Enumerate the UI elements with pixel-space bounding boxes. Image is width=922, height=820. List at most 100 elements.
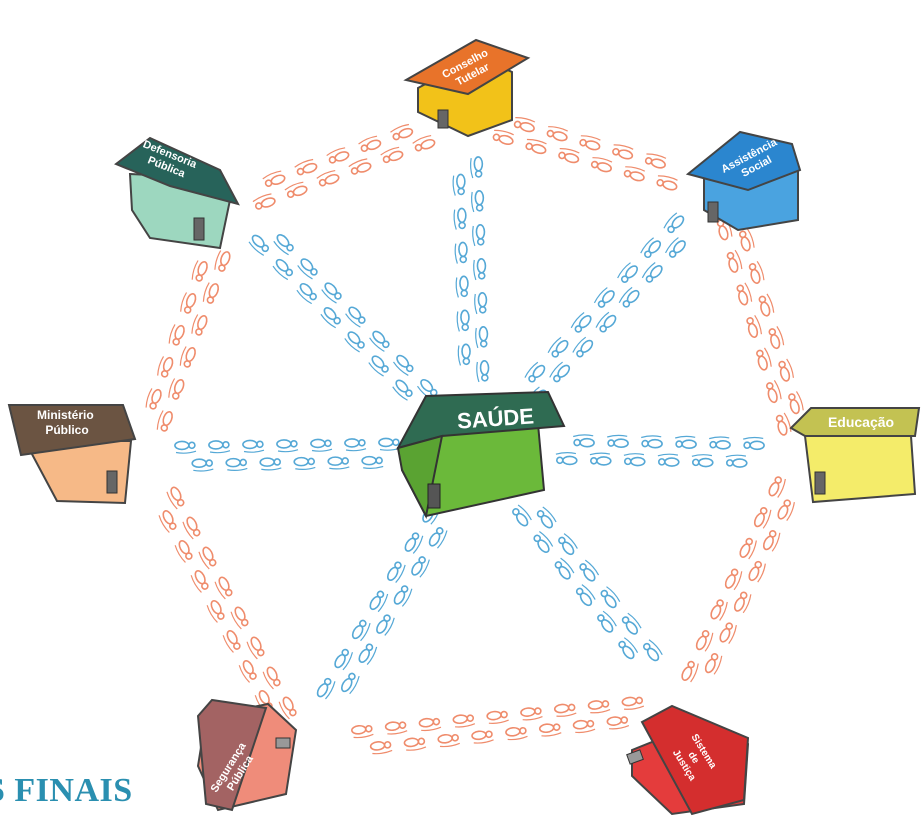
outer-path-footprint: [768, 326, 785, 350]
outer-path-footprint: [579, 135, 601, 151]
outer-path-footprint: [762, 530, 781, 552]
outer-path-footprint: [525, 138, 547, 155]
outer-path-footprint: [538, 723, 562, 737]
outer-path-footprint: [775, 412, 792, 436]
house-assistencia-social: Assistência Social: [685, 130, 802, 232]
house-conselho-tutelar: Conselho Tutelar: [403, 38, 531, 138]
spoke-path-footprint: [334, 648, 354, 671]
outer-path-footprint: [590, 157, 613, 173]
spoke-path-footprint: [455, 275, 469, 298]
outer-path-footprint: [492, 129, 514, 146]
outer-path-footprint: [486, 710, 509, 724]
outer-path-footprint: [621, 696, 645, 710]
outer-path-footprint: [756, 347, 772, 371]
spoke-path-footprint: [411, 556, 430, 578]
outer-path-footprint: [606, 716, 630, 730]
spoke-path-footprint: [476, 360, 490, 383]
outer-path-footprint: [418, 717, 442, 732]
outer-path-footprint: [190, 569, 209, 593]
spoke-path-footprint: [725, 454, 748, 468]
spoke-path-footprint: [208, 440, 231, 454]
outer-path-footprint: [145, 388, 162, 410]
spoke-path-footprint: [242, 439, 265, 453]
spoke-path-footprint: [327, 456, 350, 470]
spoke-path-footprint: [593, 287, 615, 308]
spoke-path-footprint: [691, 454, 714, 468]
outer-path-footprint: [191, 314, 208, 336]
outer-path-footprint: [179, 346, 196, 368]
footprint-paths: [145, 117, 804, 755]
outer-path-footprint: [180, 292, 197, 314]
outer-path-footprint: [384, 721, 408, 735]
outer-path-footprint: [262, 170, 286, 187]
spoke-path-footprint: [453, 207, 467, 230]
outer-path-footprint: [278, 696, 297, 720]
outer-path-footprint: [214, 250, 231, 272]
spoke-path-footprint: [641, 435, 663, 449]
spoke-path-footprint: [469, 156, 484, 179]
spoke-path-footprint: [225, 457, 248, 472]
spoke-path-footprint: [618, 286, 640, 308]
outer-path-footprint: [788, 391, 804, 415]
spoke-path-footprint: [340, 672, 360, 695]
spoke-path-footprint: [617, 262, 638, 283]
outer-path-footprint: [158, 510, 177, 533]
outer-path-footprint: [230, 606, 249, 630]
outer-path-footprint: [168, 378, 185, 400]
spoke-path-footprint: [579, 559, 600, 582]
spoke-path-footprint: [272, 258, 294, 281]
spoke-path-footprint: [621, 612, 642, 635]
spoke-path-footprint: [452, 173, 466, 196]
spoke-path-footprint: [642, 639, 663, 662]
spoke-path-footprint: [589, 452, 612, 466]
spoke-path-footprint: [316, 677, 336, 700]
house-ministerio-publico: Ministério Público: [7, 404, 137, 505]
spoke-path-footprint: [293, 456, 316, 471]
house-saude: SAÚDE: [396, 390, 566, 519]
outer-path-footprint: [513, 117, 536, 133]
spoke-path-footprint: [549, 361, 571, 383]
outer-path-footprint: [403, 737, 427, 751]
outer-path-footprint: [553, 703, 577, 717]
spoke-path-footprint: [392, 354, 414, 376]
spoke-path-footprint: [472, 224, 486, 247]
spoke-path-footprint: [743, 436, 765, 451]
outer-path-footprint: [644, 153, 667, 169]
spoke-path-footprint: [297, 258, 318, 280]
outer-path-footprint: [191, 260, 208, 282]
outer-path-footprint: [738, 228, 755, 252]
outer-path-footprint: [778, 358, 795, 382]
spoke-path-footprint: [595, 311, 617, 333]
outer-path-footprint: [719, 622, 737, 644]
spoke-path-footprint: [276, 439, 299, 453]
spoke-path-footprint: [404, 532, 424, 554]
spoke-path-footprint: [618, 637, 639, 660]
spoke-path-footprint: [376, 614, 395, 636]
outer-path-footprint: [739, 537, 757, 560]
outer-path-footprint: [358, 135, 382, 153]
outer-path-footprint: [348, 158, 372, 175]
spoke-path-footprint: [386, 561, 406, 583]
spoke-path-footprint: [570, 311, 592, 333]
outer-path-footprint: [505, 726, 528, 741]
spoke-path-footprint: [709, 436, 731, 450]
outer-path-footprint: [695, 630, 714, 652]
outer-path-footprint: [736, 282, 753, 306]
outer-path-footprint: [390, 123, 414, 141]
outer-path-footprint: [623, 166, 646, 182]
spoke-path-footprint: [428, 527, 448, 549]
outer-path-footprint: [222, 629, 241, 653]
house-saude-label: SAÚDE: [456, 403, 535, 433]
outer-path-footprint: [351, 724, 374, 739]
spoke-path-footprint: [351, 619, 371, 642]
outer-path-footprint: [558, 148, 580, 164]
spoke-path-footprint: [273, 234, 294, 256]
spoke-path-footprint: [174, 440, 197, 454]
spoke-path-footprint: [344, 438, 367, 452]
spoke-path-footprint: [369, 330, 390, 352]
outer-path-footprint: [710, 599, 728, 621]
spoke-path-footprint: [393, 585, 413, 607]
outer-path-footprint: [452, 714, 476, 728]
outer-path-footprint: [252, 193, 276, 210]
